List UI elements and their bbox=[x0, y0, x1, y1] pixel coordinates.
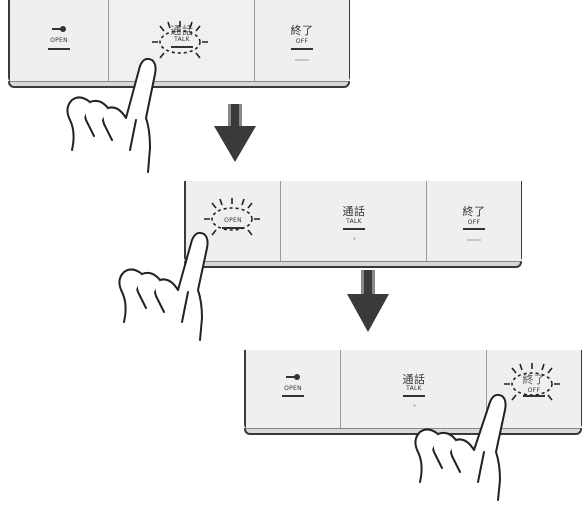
off-button[interactable]: 終了 OFF bbox=[426, 181, 521, 261]
off-button[interactable]: 終了 OFF bbox=[254, 0, 349, 81]
off-indicator-dim bbox=[467, 239, 481, 241]
talk-jp-label: 通話 bbox=[402, 373, 426, 386]
talk-indicator bbox=[403, 395, 425, 397]
flash-burst-icon bbox=[504, 363, 560, 401]
open-indicator bbox=[222, 227, 244, 229]
pointing-hand-icon bbox=[414, 393, 507, 501]
open-button[interactable]: OPEN bbox=[186, 181, 280, 261]
off-label: OFF bbox=[467, 219, 481, 226]
key-icon bbox=[286, 374, 300, 380]
open-label: OPEN bbox=[224, 217, 242, 224]
talk-status-dot bbox=[413, 404, 416, 407]
pointing-hand-icon bbox=[66, 57, 157, 173]
intercom-panel-step-3: OPEN 通話 TALK 終了 OFF bbox=[244, 350, 582, 435]
talk-label: TALK bbox=[346, 218, 362, 225]
open-button[interactable]: OPEN bbox=[246, 350, 340, 428]
talk-label: TALK bbox=[406, 385, 422, 392]
off-indicator-dim bbox=[295, 59, 309, 61]
off-indicator bbox=[463, 228, 485, 230]
down-arrow-icon bbox=[347, 270, 389, 332]
pointing-hand-icon bbox=[118, 231, 209, 341]
talk-label: TALK bbox=[174, 36, 190, 43]
open-indicator bbox=[48, 48, 70, 50]
talk-status-dot bbox=[353, 237, 356, 240]
talk-indicator bbox=[171, 46, 193, 48]
talk-button[interactable]: 通話 TALK bbox=[340, 350, 487, 428]
off-jp-label: 終了 bbox=[522, 373, 546, 386]
intercom-panel-step-1: OPEN 通話 TALK 終了 OFF bbox=[8, 0, 350, 88]
open-button[interactable]: OPEN bbox=[10, 0, 108, 81]
off-indicator bbox=[523, 395, 545, 397]
talk-button[interactable]: 通話 TALK bbox=[108, 0, 255, 81]
down-arrow-icon bbox=[214, 104, 256, 162]
off-label: OFF bbox=[527, 387, 541, 394]
off-jp-label: 終了 bbox=[290, 24, 314, 37]
talk-button[interactable]: 通話 TALK bbox=[280, 181, 427, 261]
talk-jp-label: 通話 bbox=[342, 205, 366, 218]
intercom-panel-step-2: OPEN 通話 TALK 終了 OFF bbox=[184, 181, 522, 268]
open-label: OPEN bbox=[50, 37, 68, 44]
panel-bottom-edge bbox=[244, 428, 582, 435]
off-label: OFF bbox=[295, 38, 309, 45]
flash-burst-icon bbox=[152, 21, 208, 59]
open-indicator bbox=[282, 395, 304, 397]
open-label: OPEN bbox=[284, 385, 302, 392]
flash-burst-icon bbox=[204, 198, 260, 236]
off-jp-label: 終了 bbox=[462, 205, 486, 218]
talk-jp-label: 通話 bbox=[170, 24, 194, 37]
off-indicator bbox=[291, 48, 313, 50]
key-icon bbox=[52, 26, 66, 32]
talk-indicator bbox=[343, 228, 365, 230]
panel-bottom-edge bbox=[8, 81, 350, 88]
